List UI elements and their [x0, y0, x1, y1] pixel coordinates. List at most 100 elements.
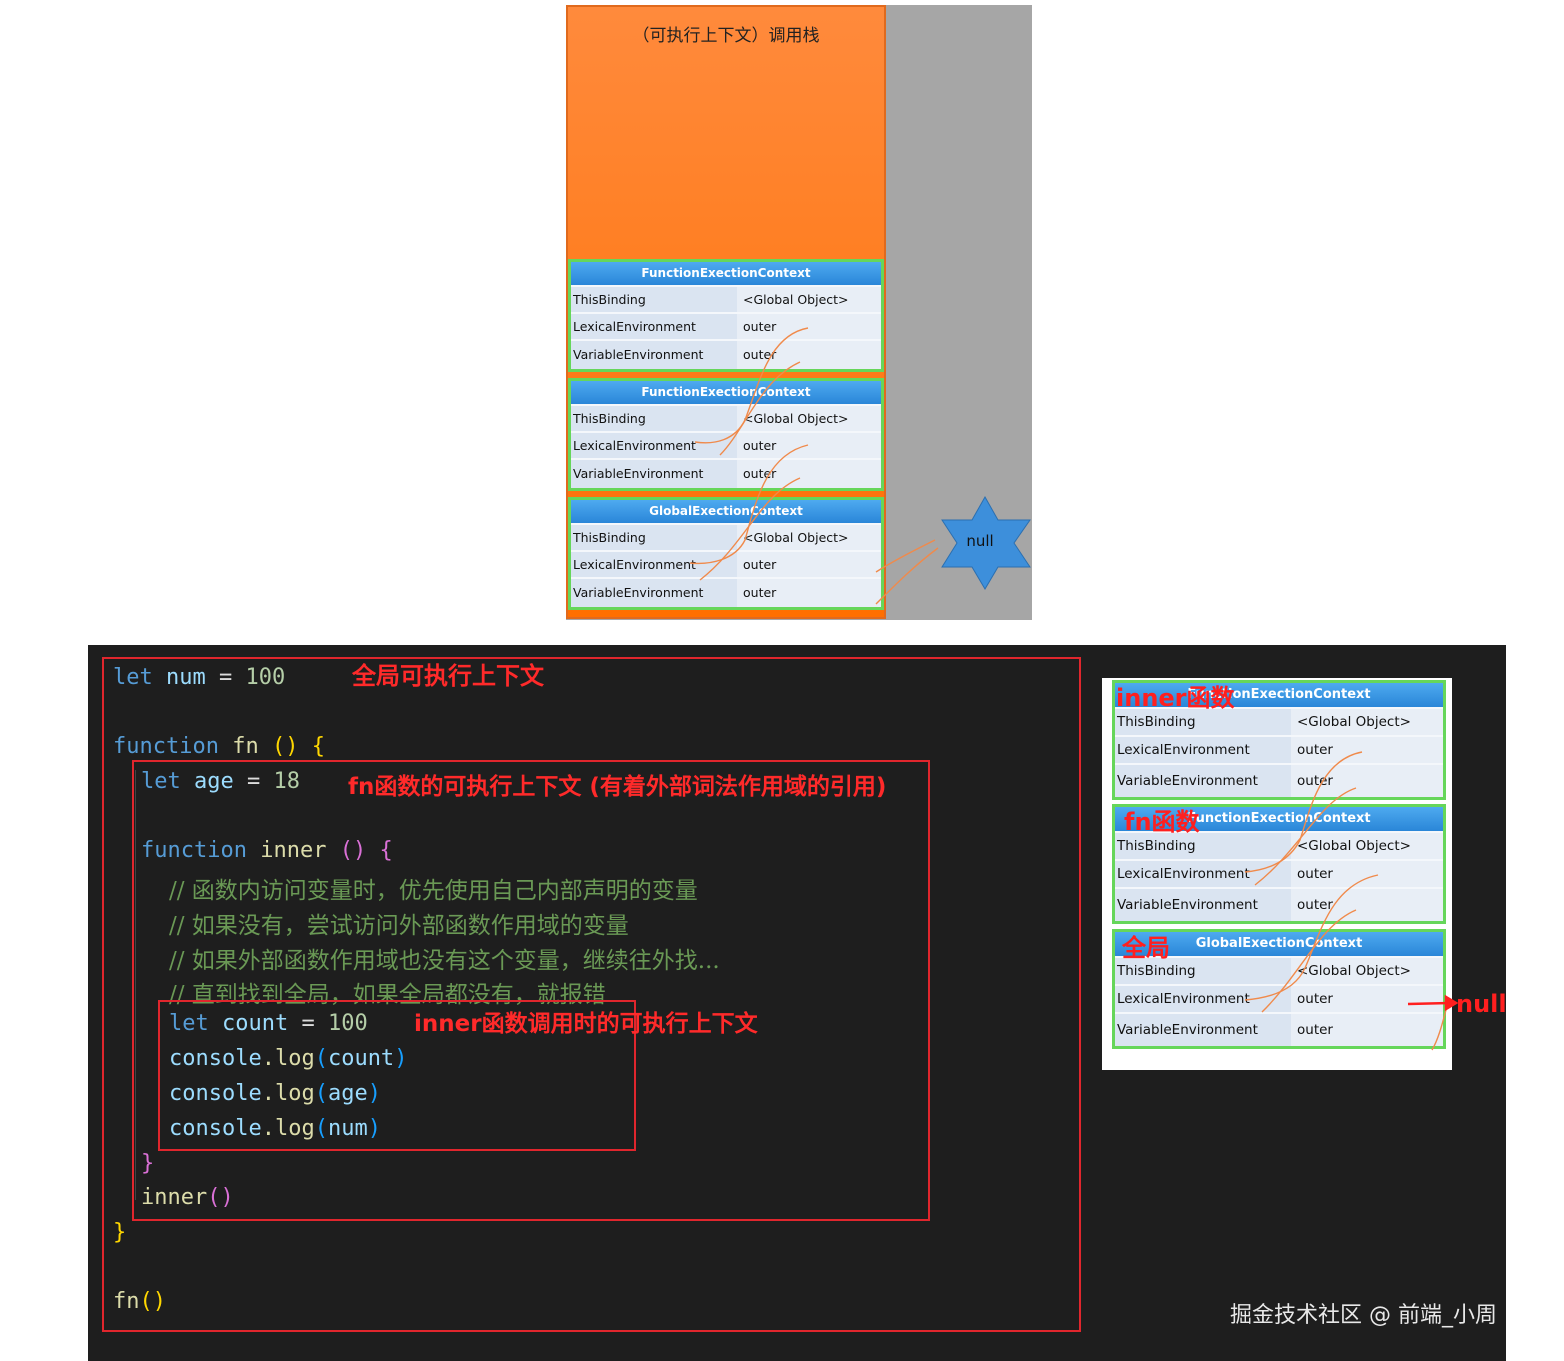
row-key: ThisBinding: [1115, 709, 1291, 735]
method: .log: [261, 1116, 315, 1141]
paren: (): [326, 838, 367, 863]
paren: ): [367, 1081, 381, 1106]
mini-null-label: null: [1456, 990, 1507, 1018]
mini-global-tag: 全局: [1122, 934, 1170, 962]
function-call: inner: [141, 1185, 208, 1210]
inner-context-label: inner函数调用时的可执行上下文: [414, 1011, 758, 1037]
fn-context-box: [132, 760, 930, 1221]
code-brace-close-inner: }: [141, 1151, 155, 1176]
row-key: LexicalEnvironment: [1115, 737, 1291, 763]
row-value: outer: [1291, 986, 1443, 1012]
row-key: VariableEnvironment: [571, 579, 737, 607]
row-key: ThisBinding: [571, 406, 737, 431]
row-key: ThisBinding: [571, 287, 737, 312]
row-value: outer: [1291, 889, 1443, 921]
paren: (: [314, 1116, 328, 1141]
row-key: LexicalEnvironment: [571, 552, 737, 577]
method: .log: [261, 1046, 315, 1071]
row-value: outer: [737, 314, 881, 339]
paren: (: [314, 1081, 328, 1106]
row-key: VariableEnvironment: [1115, 889, 1291, 921]
global-context-label: 全局可执行上下文: [352, 662, 544, 690]
operator: =: [288, 1011, 328, 1036]
code-comment: // 直到找到全局，如果全局都没有，就报错: [169, 982, 606, 1008]
code-line-log-num: console.log(num): [169, 1116, 381, 1141]
row-value: outer: [1291, 737, 1443, 763]
paren: (: [314, 1046, 328, 1071]
context-row: ThisBinding<Global Object>: [571, 285, 881, 312]
inner-context-box: [158, 1000, 636, 1151]
object: console: [169, 1046, 262, 1071]
function-name: inner: [260, 838, 327, 863]
number: 100: [245, 665, 286, 690]
code-comment: // 如果外部函数作用域也没有这个变量，继续往外找...: [169, 948, 720, 974]
brace: {: [366, 838, 393, 863]
row-value: outer: [737, 460, 881, 488]
number: 18: [273, 769, 301, 794]
argument: num: [327, 1116, 368, 1141]
function-context-inner: FunctionExectionContext ThisBinding<Glob…: [568, 259, 884, 372]
code-line-let-age: let age = 18: [141, 769, 300, 794]
context-header: FunctionExectionContext: [571, 381, 881, 404]
null-star-icon: [941, 495, 1031, 590]
context-header: FunctionExectionContext: [1115, 683, 1443, 707]
argument: age: [327, 1081, 368, 1106]
code-comment: // 如果没有，尝试访问外部函数作用域的变量: [169, 913, 629, 939]
code-line-function-inner: function inner () {: [141, 838, 393, 863]
row-value: outer: [1291, 765, 1443, 797]
number: 100: [327, 1011, 368, 1036]
row-key: VariableEnvironment: [571, 341, 737, 369]
indent-guide: [135, 770, 136, 1200]
argument: count: [327, 1046, 395, 1071]
paren: (): [258, 734, 299, 759]
row-value: outer: [737, 579, 881, 607]
context-row: ThisBinding<Global Object>: [571, 404, 881, 431]
row-key: ThisBinding: [571, 525, 737, 550]
keyword: let: [141, 769, 181, 794]
function-call: fn: [113, 1289, 140, 1314]
row-key: VariableEnvironment: [1115, 1014, 1291, 1046]
object: console: [169, 1116, 262, 1141]
operator: =: [205, 665, 246, 690]
null-label: null: [966, 532, 994, 550]
code-line-let-count: let count = 100: [169, 1011, 368, 1036]
method: .log: [261, 1081, 315, 1106]
context-header: GlobalExectionContext: [571, 500, 881, 523]
variable: num: [166, 665, 206, 690]
row-value: <Global Object>: [737, 287, 881, 312]
code-line-log-count: console.log(count): [169, 1046, 407, 1071]
fn-context-label: fn函数的可执行上下文 (有着外部词法作用域的引用): [348, 774, 887, 800]
global-context-box: [102, 657, 1081, 1332]
watermark: 掘金技术社区 @ 前端_小周: [1230, 1303, 1497, 1328]
keyword: let: [113, 665, 153, 690]
row-key: LexicalEnvironment: [1115, 986, 1291, 1012]
paren: ): [394, 1046, 408, 1071]
variable: count: [222, 1011, 289, 1036]
row-value: outer: [737, 433, 881, 458]
code-line-call-inner: inner(): [141, 1185, 234, 1210]
context-row: ThisBinding<Global Object>: [571, 523, 881, 550]
keyword: function: [141, 838, 247, 863]
row-value: <Global Object>: [737, 406, 881, 431]
row-key: VariableEnvironment: [571, 460, 737, 488]
paren: ): [367, 1116, 381, 1141]
row-value: <Global Object>: [1291, 833, 1443, 859]
variable: age: [194, 769, 234, 794]
code-line-let-num: let num = 100: [113, 665, 285, 690]
paren: (): [139, 1289, 167, 1314]
paren: (): [207, 1185, 234, 1210]
brace: {: [298, 734, 325, 759]
code-line-function-fn: function fn () {: [113, 734, 325, 759]
keyword: let: [169, 1011, 209, 1036]
